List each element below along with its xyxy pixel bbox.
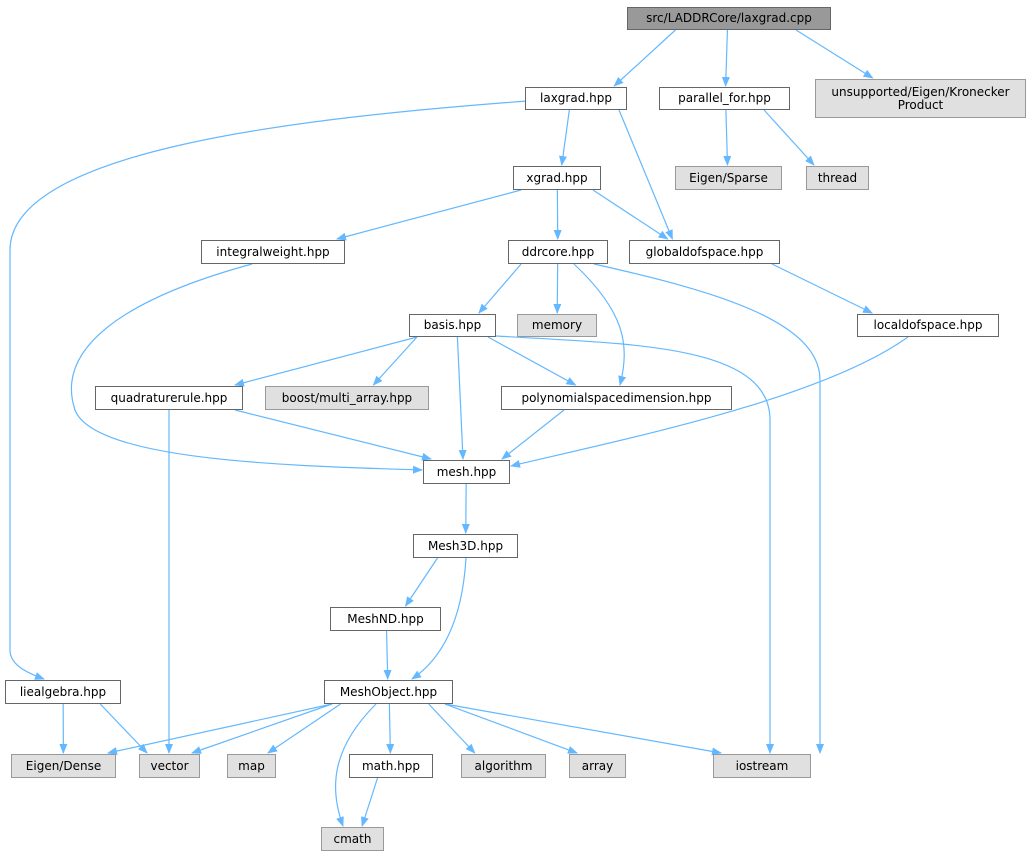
edge-laxgrad-to-xgrad (559, 109, 570, 166)
edge-quadraturerule-to-mesh (234, 409, 432, 461)
edge-integralweight-to-mesh (70, 263, 423, 474)
edge-parallel_for-to-sparse (723, 109, 732, 166)
node-ddrcore[interactable]: ddrcore.hpp (508, 240, 608, 264)
node-label: globaldofspace.hpp (645, 244, 764, 259)
edge-xgrad-to-integralweight (336, 189, 522, 241)
node-label: memory (531, 318, 583, 332)
node-vector[interactable]: vector (139, 754, 200, 778)
node-localdofspace[interactable]: localdofspace.hpp (857, 314, 999, 337)
node-laxgrad[interactable]: laxgrad.hpp (525, 87, 627, 110)
node-sparse[interactable]: Eigen/Sparse (675, 166, 782, 190)
edge-xgrad-to-globaldofspace (592, 189, 669, 240)
node-label: thread (817, 170, 858, 185)
node-label: localdofspace.hpp (873, 318, 983, 332)
node-mesh3d[interactable]: Mesh3D.hpp (413, 534, 518, 558)
node-label: Eigen/Sparse (689, 170, 768, 185)
node-quadraturerule[interactable]: quadraturerule.hpp (95, 386, 243, 410)
edge-root-to-laxgrad (613, 29, 676, 87)
edge-basis-to-poly (487, 336, 577, 386)
edge-mesh3d-to-meshobject (411, 557, 467, 680)
node-label: laxgrad.hpp (540, 91, 612, 105)
node-parallel_for[interactable]: parallel_for.hpp (659, 87, 790, 110)
edge-root-to-parallel_for (721, 29, 730, 87)
node-label: xgrad.hpp (526, 170, 588, 185)
edge-ddrcore-to-basis (478, 263, 522, 314)
edge-mesh3d-to-meshnd (404, 557, 438, 607)
node-label: Mesh3D.hpp (427, 538, 504, 553)
node-kron[interactable]: unsupported/Eigen/Kronecker Product (815, 79, 1026, 118)
edge-meshnd-to-meshobject (383, 630, 392, 680)
edge-meshobject-to-cmath (334, 703, 377, 827)
node-label: MeshND.hpp (347, 611, 424, 626)
edge-math-to-cmath (361, 777, 379, 827)
node-root[interactable]: src/LADDRCore/laxgrad.cpp (627, 7, 831, 30)
node-label: parallel_for.hpp (678, 91, 771, 105)
node-label: iostream (735, 758, 789, 773)
node-label: boost/multi_array.hpp (281, 390, 413, 405)
edge-meshobject-to-math (386, 703, 395, 754)
node-memory[interactable]: memory (517, 314, 597, 337)
node-label: array (581, 758, 614, 773)
edge-basis-to-boost (372, 336, 418, 386)
node-label: algorithm (474, 758, 533, 773)
edge-ddrcore-to-iostream (593, 263, 824, 754)
edge-meshobject-to-vector (191, 703, 333, 754)
edge-parallel_for-to-thread (763, 109, 815, 166)
edge-liealgebra-to-vector (99, 703, 148, 754)
node-label: liealgebra.hpp (19, 684, 107, 699)
edge-meshobject-to-algorithm (428, 703, 476, 754)
node-liealgebra[interactable]: liealgebra.hpp (5, 680, 121, 704)
node-label: polynomialspacedimension.hpp (521, 390, 712, 405)
node-integralweight[interactable]: integralweight.hpp (201, 240, 345, 264)
node-basis[interactable]: basis.hpp (409, 314, 496, 337)
node-array[interactable]: array (569, 754, 626, 778)
node-label: ddrcore.hpp (521, 244, 595, 259)
edge-poly-to-mesh (501, 409, 565, 460)
edge-ddrcore-to-poly (573, 263, 627, 386)
node-label: cmath (333, 831, 372, 846)
node-label: mesh.hpp (436, 464, 497, 479)
edge-basis-to-mesh (456, 336, 467, 460)
node-label: basis.hpp (423, 318, 482, 332)
edge-meshobject-to-map (267, 703, 341, 754)
node-mesh[interactable]: mesh.hpp (423, 460, 510, 484)
edge-laxgrad-to-globaldofspace (618, 109, 673, 240)
edge-root-to-kron (795, 29, 874, 79)
edge-meshobject-to-dense (107, 703, 333, 755)
edge-meshobject-to-array (444, 703, 578, 754)
edge-meshobject-to-iostream (444, 703, 722, 756)
node-meshnd[interactable]: MeshND.hpp (330, 607, 441, 631)
node-label: quadraturerule.hpp (110, 390, 228, 405)
node-label: Eigen/Dense (25, 758, 102, 773)
edge-localdofspace-to-mesh (510, 336, 909, 468)
node-label: unsupported/Eigen/Kronecker Product (831, 84, 1010, 112)
node-cmath[interactable]: cmath (321, 827, 384, 851)
node-algorithm[interactable]: algorithm (461, 754, 546, 778)
node-poly[interactable]: polynomialspacedimension.hpp (501, 386, 732, 410)
node-thread[interactable]: thread (806, 166, 869, 190)
node-label: vector (150, 758, 189, 773)
edge-globaldofspace-to-localdofspace (771, 263, 874, 314)
edge-laxgrad-to-liealgebra (9, 100, 528, 680)
node-xgrad[interactable]: xgrad.hpp (513, 166, 601, 190)
node-boost[interactable]: boost/multi_array.hpp (265, 386, 429, 410)
edge-basis-to-quadraturerule (234, 336, 418, 387)
node-dense[interactable]: Eigen/Dense (11, 754, 116, 778)
node-map[interactable]: map (227, 754, 276, 778)
node-meshobject[interactable]: MeshObject.hpp (324, 680, 453, 704)
node-globaldofspace[interactable]: globaldofspace.hpp (629, 240, 780, 264)
node-label: map (238, 758, 265, 773)
node-math[interactable]: math.hpp (349, 754, 433, 778)
node-label: src/LADDRCore/laxgrad.cpp (646, 11, 812, 25)
edge-basis-to-iostream (495, 335, 774, 754)
node-iostream[interactable]: iostream (713, 754, 811, 778)
node-label: integralweight.hpp (216, 244, 330, 259)
node-label: MeshObject.hpp (339, 684, 438, 699)
node-label: math.hpp (361, 758, 420, 773)
